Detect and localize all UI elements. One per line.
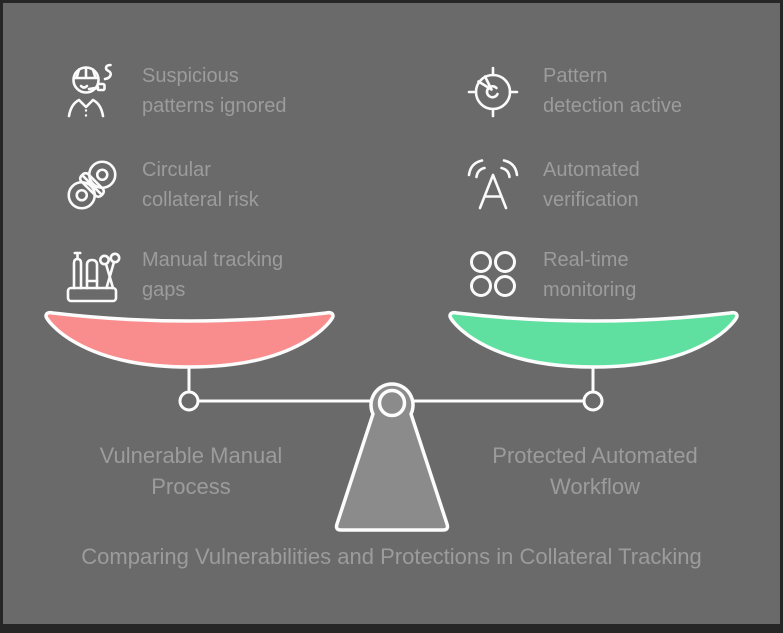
signal-verification-icon: [467, 159, 519, 210]
left-pan-title: Vulnerable Manual Process: [99, 443, 283, 499]
fulcrum-base: [334, 382, 450, 532]
right-scale-pan: [448, 310, 739, 369]
fulcrum-pivot: [377, 388, 407, 418]
item-label: Pattern detection active: [543, 65, 682, 117]
left-scale-pan: [44, 310, 335, 369]
item-label: Real-time monitoring: [543, 249, 637, 301]
item-label: Manual tracking gaps: [142, 249, 284, 301]
radar-detection-icon: [467, 66, 519, 118]
detective-icon: [67, 63, 113, 118]
caption: Comparing Vulnerabilities and Protection…: [81, 544, 702, 569]
balance-scale: [44, 310, 739, 532]
right-hanger-joint: [582, 390, 604, 412]
list-item-realtime-monitoring: Real-time monitoring: [461, 243, 636, 307]
list-item-automated-verification: Automated verification: [461, 153, 640, 217]
item-label: Suspicious patterns ignored: [142, 65, 287, 117]
list-item-circular-collateral: Circular collateral risk: [60, 153, 259, 217]
right-pan-title: Protected Automated Workflow: [492, 443, 698, 499]
item-label: Circular collateral risk: [142, 159, 259, 211]
rope-coil-icon: [67, 160, 117, 210]
stationery-cup-icon: [66, 251, 121, 303]
list-item-manual-tracking: Manual tracking gaps: [60, 243, 283, 307]
left-hanger-joint: [178, 390, 200, 412]
infographic-canvas: Suspicious patterns ignored Circular col…: [3, 3, 780, 624]
list-item-pattern-detection: Pattern detection active: [461, 59, 682, 123]
item-label: Automated verification: [543, 159, 640, 211]
list-item-suspicious-patterns: Suspicious patterns ignored: [60, 59, 287, 123]
monitoring-dots-icon: [470, 251, 516, 297]
